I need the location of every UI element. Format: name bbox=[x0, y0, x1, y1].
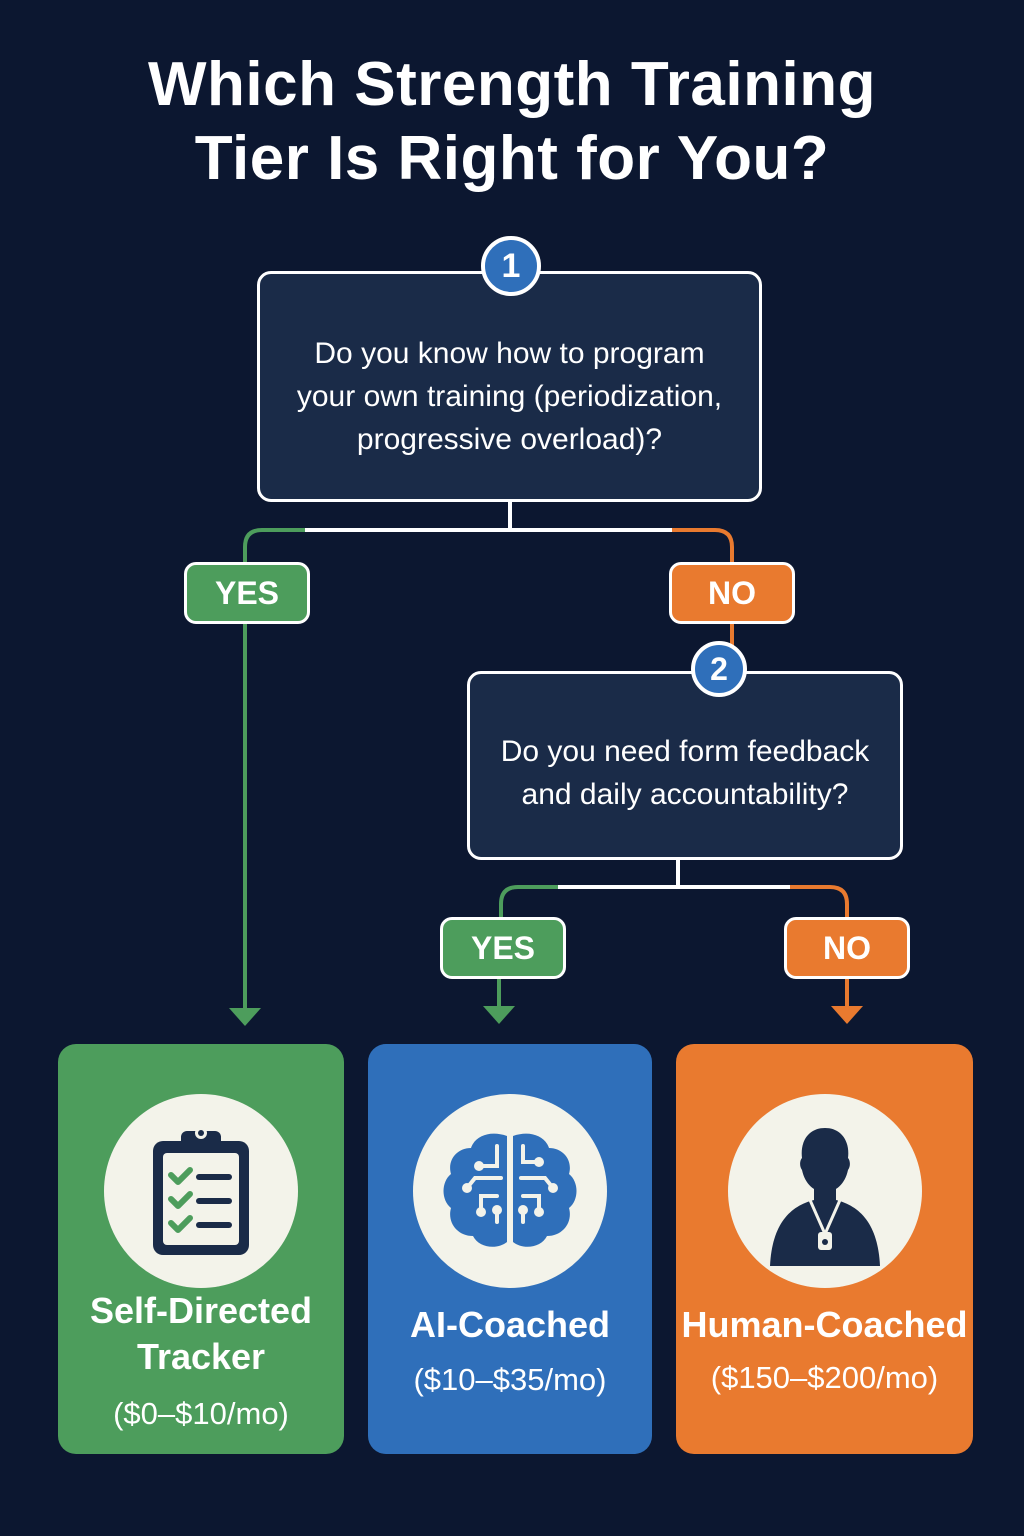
outcome-title: Self-Directed Tracker bbox=[58, 1288, 344, 1380]
outcome-ai-coached: AI-Coached ($10–$35/mo) bbox=[368, 1044, 652, 1454]
page-title: Which Strength Training Tier Is Right fo… bbox=[0, 48, 1024, 196]
outcome-title: Human-Coached bbox=[681, 1304, 968, 1345]
connector-q2 bbox=[497, 860, 849, 1008]
icon-circle bbox=[413, 1094, 607, 1288]
step-1-badge: 1 bbox=[481, 236, 541, 296]
title-line-2: Tier Is Right for You? bbox=[194, 124, 830, 193]
question-2-box: Do you need form feedback and daily acco… bbox=[467, 671, 903, 860]
question-1-box: Do you know how to program your own trai… bbox=[257, 271, 762, 502]
question-2-text: Do you need form feedback and daily acco… bbox=[500, 734, 870, 811]
clipboard-checklist-icon bbox=[153, 1127, 249, 1255]
answer-no-2: NO bbox=[784, 917, 910, 979]
outcome-price: ($150–$200/mo) bbox=[710, 1360, 939, 1395]
title-line-1: Which Strength Training bbox=[148, 50, 876, 119]
question-1-text: Do you know how to program your own trai… bbox=[296, 337, 723, 456]
answer-yes-2: YES bbox=[440, 917, 566, 979]
arrow-no2 bbox=[831, 1006, 863, 1024]
outcome-self-directed: Self-Directed Tracker ($0–$10/mo) bbox=[58, 1044, 344, 1454]
arrow-yes2 bbox=[483, 1006, 515, 1024]
outcome-price: ($10–$35/mo) bbox=[413, 1362, 607, 1397]
answer-no-1: NO bbox=[669, 562, 795, 624]
brain-circuit-icon bbox=[443, 1133, 577, 1247]
icon-circle bbox=[727, 1094, 922, 1288]
arrow-yes1 bbox=[229, 1008, 261, 1026]
icon-circle bbox=[104, 1094, 298, 1288]
step-2-badge: 2 bbox=[691, 641, 747, 697]
coach-whistle-icon bbox=[769, 1128, 880, 1266]
connector-q1 bbox=[243, 502, 734, 1010]
outcome-title-line-2: Tracker bbox=[136, 1336, 266, 1377]
outcome-price: ($0–$10/mo) bbox=[113, 1396, 289, 1431]
outcome-title-line-1: Self-Directed bbox=[89, 1290, 313, 1331]
outcome-title: AI-Coached bbox=[409, 1304, 611, 1345]
outcome-human-coached: Human-Coached ($150–$200/mo) bbox=[676, 1044, 973, 1454]
answer-yes-1: YES bbox=[184, 562, 310, 624]
